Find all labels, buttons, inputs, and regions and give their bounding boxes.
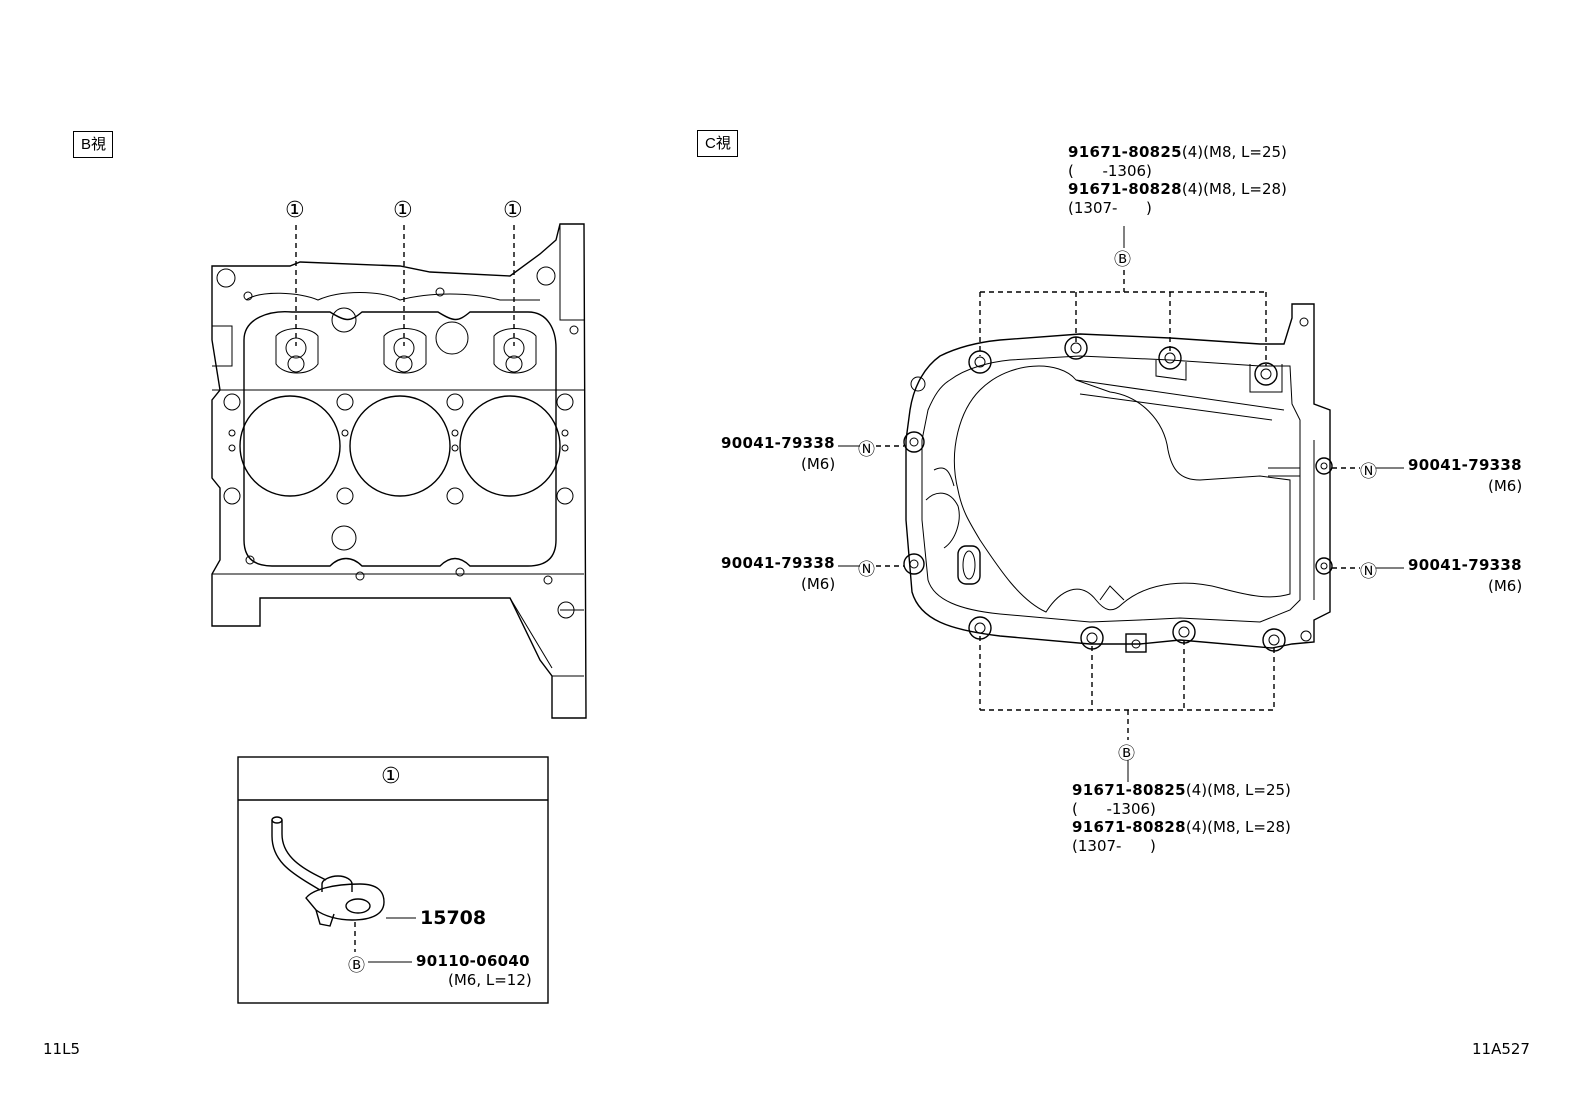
callout-1-marker: ①	[285, 198, 305, 223]
detail-box-title: ①	[381, 764, 401, 789]
oil-pan-drawing	[838, 226, 1404, 782]
stud-right-lower-pn: 90041-79338	[1408, 556, 1522, 574]
callout-n-marker: Ⓝ	[858, 440, 875, 460]
oil-jet-part-number: 15708	[420, 907, 487, 929]
stud-left-lower-pn: 90041-79338	[721, 554, 835, 572]
stud-left-lower-spec: (M6)	[801, 575, 836, 593]
view-b-label: B視	[73, 131, 114, 158]
bottom-bolt-spec-2: (4)(M8, L=28)	[1185, 818, 1291, 836]
view-c-label: C視	[697, 130, 738, 157]
bottom-bolt-label: 91671-80825(4)(M8, L=25) ( -1306) 91671-…	[1072, 781, 1291, 855]
top-bolt-range-2: (1307- )	[1068, 199, 1152, 217]
bottom-bolt-pn-2: 91671-80828	[1072, 818, 1186, 836]
stud-right-lower-spec: (M6)	[1488, 577, 1523, 595]
bottom-bolt-spec-1: (4)(M8, L=25)	[1185, 781, 1291, 799]
cylinder-block-drawing	[211, 223, 587, 719]
top-bolt-range-1: ( -1306)	[1068, 162, 1152, 180]
bottom-bolt-range-2: (1307- )	[1072, 837, 1156, 855]
oil-jet-bolt-spec: (M6, L=12)	[448, 971, 532, 989]
bottom-bolt-range-1: ( -1306)	[1072, 800, 1156, 818]
callout-b-marker: Ⓑ	[1114, 250, 1131, 270]
oil-jet-detail-drawing	[237, 756, 549, 1004]
callout-1-marker: ①	[393, 198, 413, 223]
stud-left-upper-spec: (M6)	[801, 455, 836, 473]
stud-right-upper-pn: 90041-79338	[1408, 456, 1522, 474]
footer-left-code: 11L5	[43, 1040, 80, 1058]
top-bolt-pn-2: 91671-80828	[1068, 180, 1182, 198]
callout-b-marker: Ⓑ	[1118, 744, 1135, 764]
top-bolt-spec-2: (4)(M8, L=28)	[1181, 180, 1287, 198]
footer-right-code: 11A527	[1472, 1040, 1530, 1058]
top-bolt-label: 91671-80825(4)(M8, L=25) ( -1306) 91671-…	[1068, 143, 1287, 217]
callout-1-marker: ①	[503, 198, 523, 223]
bottom-bolt-pn-1: 91671-80825	[1072, 781, 1186, 799]
oil-jet-bolt-part-number: 90110-06040	[416, 952, 530, 970]
stud-right-upper-spec: (M6)	[1488, 477, 1523, 495]
callout-b-marker: Ⓑ	[348, 956, 365, 976]
top-bolt-pn-1: 91671-80825	[1068, 143, 1182, 161]
callout-n-marker: Ⓝ	[1360, 462, 1377, 482]
callout-n-marker: Ⓝ	[858, 560, 875, 580]
stud-left-upper-pn: 90041-79338	[721, 434, 835, 452]
top-bolt-spec-1: (4)(M8, L=25)	[1181, 143, 1287, 161]
callout-n-marker: Ⓝ	[1360, 562, 1377, 582]
